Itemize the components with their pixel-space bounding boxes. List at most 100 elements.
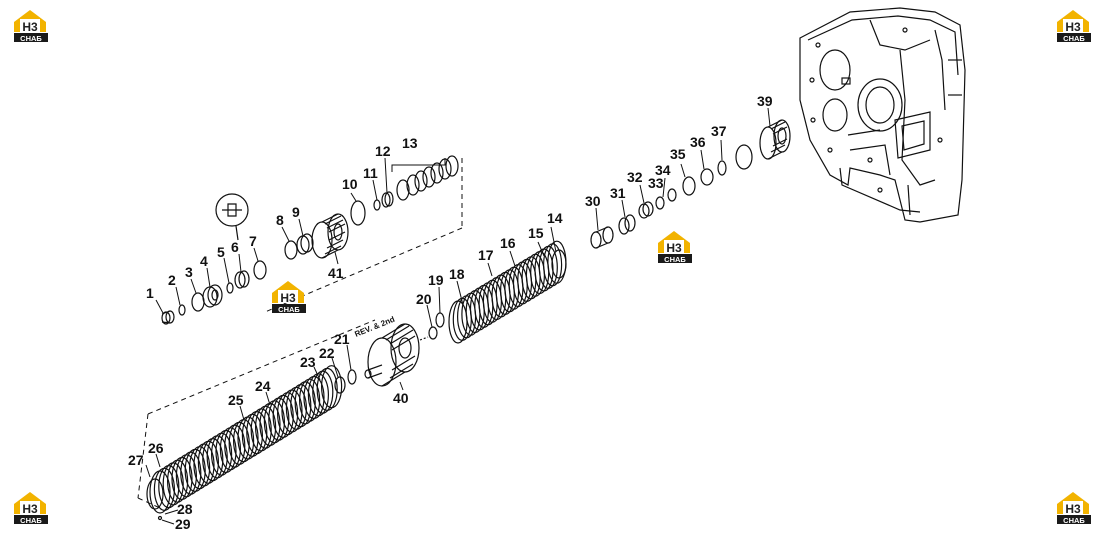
part-1-nut [161, 310, 175, 325]
part-6-bearing [234, 270, 250, 289]
callout-29: 29 [175, 516, 191, 532]
logo-letters: H3 [1065, 20, 1081, 34]
callout-16: 16 [500, 235, 516, 251]
callout-7: 7 [249, 233, 257, 249]
callout-35: 35 [670, 146, 686, 162]
part-27-ring [146, 478, 164, 510]
part-30-sleeve [590, 226, 614, 249]
part-10-ring [350, 200, 366, 226]
callout-9: 9 [292, 204, 300, 220]
part-11-ring [373, 199, 381, 211]
leader-lines [145, 107, 771, 525]
logo-window [20, 19, 40, 32]
part-13-spring-pack [396, 155, 459, 201]
logo-band [1057, 33, 1091, 42]
callout-40: 40 [393, 390, 409, 406]
logo-band [272, 304, 306, 313]
part-36-ring [700, 168, 714, 186]
part-40-clutch-drum [364, 323, 429, 387]
part-37-ring [717, 160, 727, 176]
logo-band [14, 515, 48, 524]
callout-20: 20 [416, 291, 432, 307]
callout-8: 8 [276, 212, 284, 228]
logo-letters: H3 [280, 291, 296, 305]
part-41-gear [311, 213, 349, 259]
logo-caption: CHAБ [20, 516, 42, 525]
part-29-pin [157, 515, 163, 521]
callout-6: 6 [231, 239, 239, 255]
part-2-ring [178, 304, 186, 316]
logo-caption: CHAБ [1063, 34, 1085, 43]
callout-30: 30 [585, 193, 601, 209]
callout-24: 24 [255, 378, 271, 394]
callout-31: 31 [610, 185, 626, 201]
callout-34: 34 [655, 162, 671, 178]
logo-caption: CHAБ [278, 305, 300, 314]
callout-11: 11 [363, 165, 378, 181]
callout-39: 39 [757, 93, 773, 109]
part-8-ring [284, 240, 298, 260]
part-14-snap-ring [551, 249, 567, 279]
part-7-ring [253, 260, 267, 280]
transmission-housing [799, 7, 966, 223]
callout-18: 18 [449, 266, 465, 282]
callout-15: 15 [528, 225, 544, 241]
part-32-bearing [638, 201, 654, 219]
part-38-ring [735, 144, 753, 170]
callout-3: 3 [185, 264, 193, 280]
logo-letters: H3 [1065, 502, 1081, 516]
callout-27: 27 [128, 452, 144, 468]
callout-2: 2 [168, 272, 176, 288]
callout-32: 32 [627, 169, 643, 185]
logo-band [14, 33, 48, 42]
callout-4: 4 [200, 253, 208, 269]
callout-5: 5 [217, 244, 225, 260]
callout-13-bracket [391, 158, 446, 172]
callout-13: 13 [402, 135, 418, 151]
part-33-ring [655, 196, 665, 210]
logo-band [1057, 515, 1091, 524]
logo-band [658, 254, 692, 263]
callout-41: 41 [328, 265, 344, 281]
callout-25: 25 [228, 392, 244, 408]
part-20-ring [428, 326, 438, 340]
callout-12: 12 [375, 143, 391, 159]
logo-window [278, 290, 298, 303]
part-39-gear [759, 119, 791, 160]
part-34-ring [667, 188, 677, 202]
callout-17: 17 [478, 247, 494, 263]
callout-22: 22 [319, 345, 335, 361]
logo-letters: H3 [666, 241, 682, 255]
part-31-bearing [618, 214, 636, 235]
logo-window [1063, 501, 1083, 514]
logo-letters: H3 [22, 20, 38, 34]
callout-33: 33 [648, 175, 664, 191]
logo-caption: CHAБ [20, 34, 42, 43]
callout-19: 19 [428, 272, 444, 288]
part-19-ring [435, 312, 445, 328]
logo-caption: CHAБ [664, 255, 686, 264]
dashed-frame [137, 158, 463, 509]
callout-36: 36 [690, 134, 706, 150]
part-4-bearing [202, 284, 223, 308]
clutch-pack-upper [448, 240, 567, 344]
part-5-ring [226, 282, 234, 294]
clutch-pack-lower [146, 365, 343, 521]
callout-21: 21 [334, 331, 350, 347]
logo-letters: H3 [22, 502, 38, 516]
callout-1: 1 [146, 285, 154, 301]
part-9-bearing [296, 233, 314, 255]
callout-37: 37 [711, 123, 727, 139]
clutch-disc [321, 365, 343, 409]
callout-23: 23 [300, 354, 316, 370]
callout-28: 28 [177, 501, 193, 517]
